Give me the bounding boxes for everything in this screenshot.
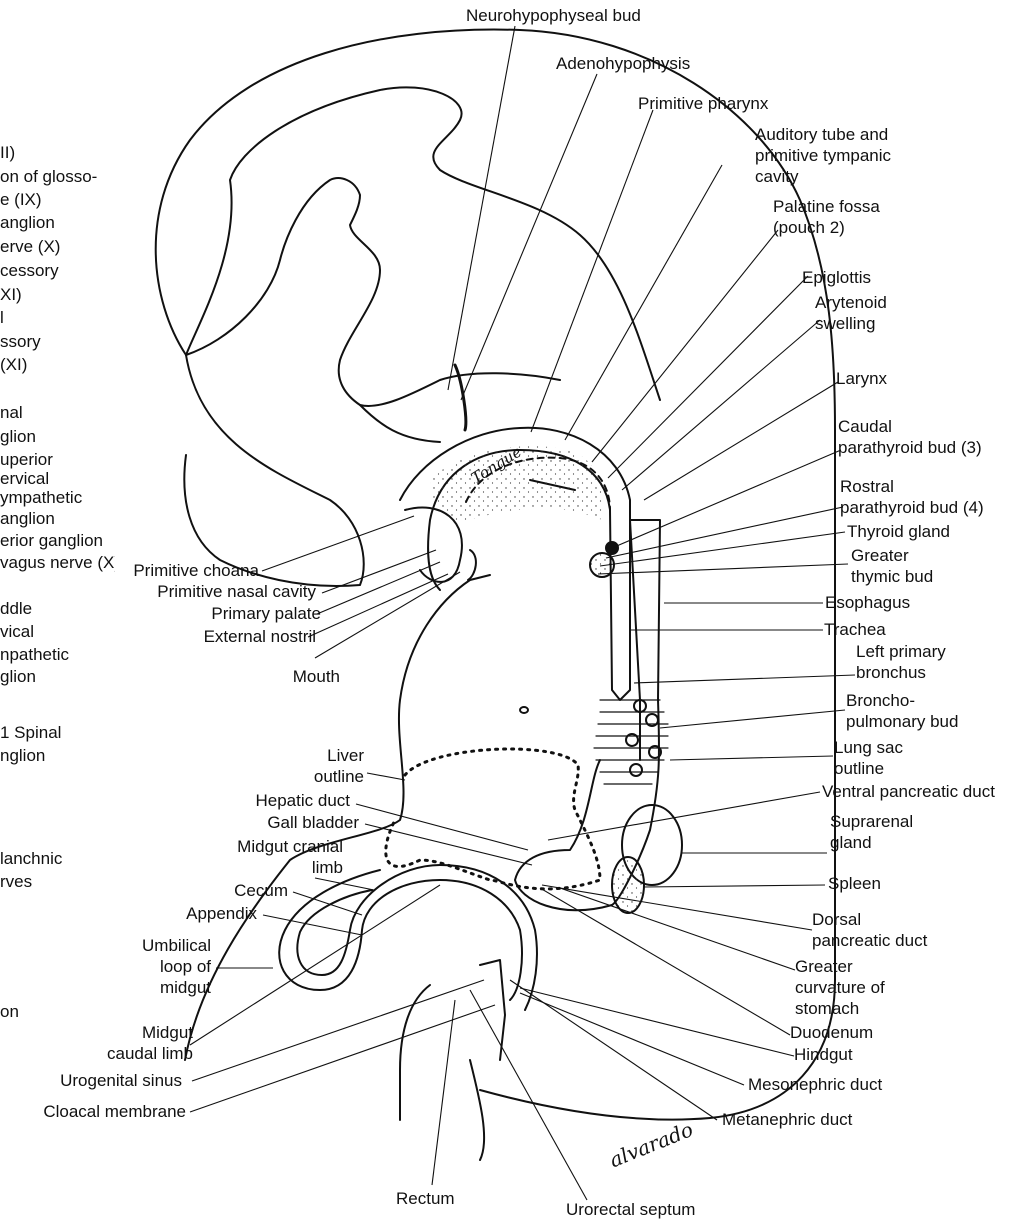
brain-outline [186, 178, 440, 442]
label-appendix: Appendix [186, 903, 257, 924]
label-spleen: Spleen [828, 873, 881, 894]
fragment-label: vagus nerve (X) [0, 552, 115, 573]
label-neurohypophyseal-bud: Neurohypophyseal bud [466, 5, 641, 26]
fragment-label: glion [0, 666, 36, 687]
label-gall-bladder: Gall bladder [267, 812, 359, 833]
label-ventral-pancreatic-duct: Ventral pancreatic duct [822, 781, 995, 802]
fragment-label: nglion [0, 745, 45, 766]
fragment-label: on [0, 1001, 19, 1022]
label-trachea: Trachea [824, 619, 886, 640]
fragment-label: vical [0, 621, 34, 642]
label-arytenoid-swelling: Arytenoid swelling [815, 292, 887, 334]
label-palatine-fossa: Palatine fossa (pouch 2) [773, 196, 880, 238]
label-primitive-pharynx: Primitive pharynx [638, 93, 768, 114]
label-umbilical-loop-of-midgut: Umbilical loop of midgut [142, 935, 211, 998]
fragment-label: ddle [0, 598, 32, 619]
label-mouth: Mouth [293, 666, 340, 687]
label-midgut-caudal-limb: Midgut caudal limb [107, 1022, 193, 1064]
fragment-label: 1 Spinal [0, 722, 61, 743]
label-larynx: Larynx [836, 368, 887, 389]
fragment-label: on of glosso- [0, 166, 97, 187]
label-hindgut: Hindgut [794, 1044, 853, 1065]
label-bronchopulmonary-bud: Broncho- pulmonary bud [846, 690, 958, 732]
label-dorsal-pancreatic-duct: Dorsal pancreatic duct [812, 909, 927, 951]
fragment-label: ervical [0, 468, 49, 489]
label-suprarenal-gland: Suprarenal gland [830, 811, 913, 853]
label-urogenital-sinus: Urogenital sinus [60, 1070, 182, 1091]
fragment-label: XI) [0, 284, 22, 305]
fragment-label: erve (X) [0, 236, 60, 257]
label-primitive-nasal-cavity: Primitive nasal cavity [157, 581, 316, 602]
fragment-label: (XI) [0, 354, 27, 375]
fragment-label: uperior [0, 449, 53, 470]
label-lung-sac-outline: Lung sac outline [834, 737, 903, 779]
label-caudal-parathyroid-bud: Caudal parathyroid bud (3) [838, 416, 982, 458]
label-cloacal-membrane: Cloacal membrane [43, 1101, 186, 1122]
label-cecum: Cecum [234, 880, 288, 901]
label-primary-palate: Primary palate [211, 603, 321, 624]
fragment-label: l [0, 307, 4, 328]
label-primitive-choana: Primitive choana [133, 560, 259, 581]
label-hepatic-duct: Hepatic duct [256, 790, 351, 811]
label-greater-curvature-of-stomach: Greater curvature of stomach [795, 956, 885, 1019]
label-metanephric-duct: Metanephric duct [722, 1109, 852, 1130]
fragment-label: ssory [0, 331, 41, 352]
label-thyroid-gland: Thyroid gland [847, 521, 950, 542]
fragment-label: nal [0, 402, 23, 423]
fragment-label: ympathetic [0, 487, 82, 508]
label-left-primary-bronchus: Left primary bronchus [856, 641, 946, 683]
label-rectum: Rectum [396, 1188, 455, 1209]
brain-cavity [186, 87, 660, 400]
label-esophagus: Esophagus [825, 592, 910, 613]
fragment-label: erior ganglion [0, 530, 103, 551]
fragment-label: II) [0, 142, 15, 163]
fragment-label: e (IX) [0, 189, 42, 210]
fragment-label: npathetic [0, 644, 69, 665]
fragment-label: rves [0, 871, 32, 892]
label-duodenum: Duodenum [790, 1022, 873, 1043]
spleen-shape [612, 857, 644, 913]
label-adenohypophysis: Adenohypophysis [556, 53, 690, 74]
label-urorectal-septum: Urorectal septum [566, 1199, 695, 1220]
label-greater-thymic-bud: Greater thymic bud [851, 545, 933, 587]
fragment-label: glion [0, 426, 36, 447]
fragment-label: lanchnic [0, 848, 62, 869]
label-epiglottis: Epiglottis [802, 267, 871, 288]
fragment-label: anglion [0, 212, 55, 233]
lung-buds [594, 700, 668, 784]
fragment-label: cessory [0, 260, 59, 281]
fragment-label: anglion [0, 508, 55, 529]
label-auditory-tube: Auditory tube and primitive tympanic cav… [755, 124, 891, 187]
left-edge-cropped-labels: II) on of glosso- e (IX) anglion erve (X… [0, 0, 115, 780]
label-external-nostril: External nostril [204, 626, 316, 647]
label-rostral-parathyroid-bud: Rostral parathyroid bud (4) [840, 476, 984, 518]
label-midgut-cranial-limb: Midgut cranial limb [237, 836, 343, 878]
stomach-outline [515, 760, 612, 910]
midgut-loop [279, 870, 522, 1000]
label-liver-outline: Liver outline [314, 745, 364, 787]
label-mesonephric-duct: Mesonephric duct [748, 1074, 882, 1095]
